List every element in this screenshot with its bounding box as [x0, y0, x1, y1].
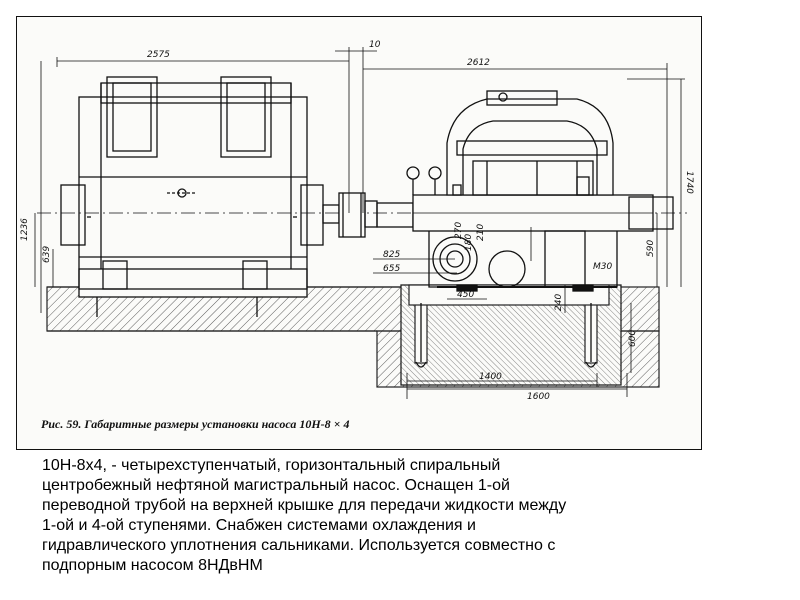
foundation — [46, 284, 660, 388]
dim-1400: 1400 — [479, 372, 502, 382]
dim-270: 270 — [454, 222, 464, 239]
description-line: 10Н-8х4, - четырехступенчатый, горизонта… — [42, 457, 501, 474]
figure-frame: 2575 10 2612 1740 1236 639 825 655 450 2… — [16, 16, 702, 450]
description-text: 10Н-8х4, - четырехступенчатый, горизонта… — [42, 456, 642, 576]
dim-1600: 1600 — [527, 392, 550, 402]
dim-2612: 2612 — [467, 58, 490, 68]
description-line: 1-ой и 4-ой ступенями. Снабжен системами… — [42, 517, 476, 534]
pump-assembly — [376, 90, 674, 292]
dim-450: 450 — [457, 290, 474, 300]
dim-1740: 1740 — [684, 171, 694, 194]
figure-caption: Рис. 59. Габаритные размеры установки на… — [41, 417, 350, 432]
electric-motor — [60, 76, 324, 298]
figure-caption-text: Габаритные размеры установки насоса 10Н-… — [84, 417, 350, 431]
description-line: переводной трубой на верхней крышке для … — [42, 497, 567, 514]
dim-m30: M30 — [593, 262, 612, 272]
dim-180: 180 — [464, 234, 474, 251]
description-line: гидравлического уплотнения сальниками. И… — [42, 537, 556, 554]
dim-240: 240 — [554, 294, 564, 311]
dim-590: 590 — [646, 240, 656, 257]
dim-10: 10 — [369, 40, 381, 50]
dim-2575: 2575 — [147, 50, 170, 60]
dim-639: 639 — [42, 246, 52, 263]
dimension-labels: 2575 10 2612 1740 1236 639 825 655 450 2… — [20, 40, 694, 402]
dim-600: 600 — [628, 330, 638, 347]
description-line: подпорным насосом 8НДвНМ — [42, 557, 263, 574]
dim-1236: 1236 — [20, 218, 30, 241]
coupling — [322, 192, 378, 238]
description-line: центробежный нефтяной магистральный насо… — [42, 477, 510, 494]
dim-655: 655 — [383, 264, 400, 274]
dimension-lines — [34, 47, 685, 399]
dim-210: 210 — [476, 224, 486, 241]
figure-caption-label: Рис. 59. — [41, 417, 82, 431]
dim-825: 825 — [383, 250, 400, 260]
technical-drawing: 2575 10 2612 1740 1236 639 825 655 450 2… — [20, 40, 694, 402]
